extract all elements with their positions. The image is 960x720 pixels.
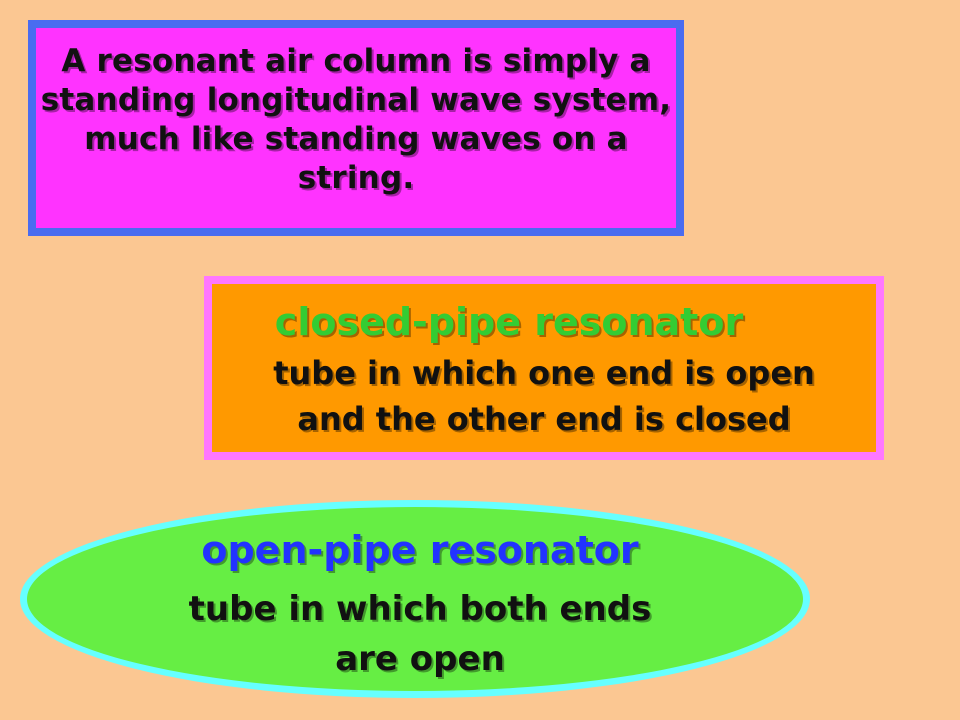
closed-pipe-title: closed-pipe resonator: [274, 300, 744, 344]
open-pipe-description-line1: tube in which both ends: [188, 589, 652, 629]
closed-pipe-description: tube in which one end is open and the ot…: [212, 350, 876, 442]
definition-text-content: A resonant air column is simply a standi…: [40, 43, 672, 196]
open-pipe-ellipse: [20, 500, 810, 698]
closed-pipe-box: closed-pipe resonator tube in which one …: [204, 276, 884, 460]
open-pipe-title: open-pipe resonator: [201, 528, 639, 572]
closed-pipe-description-line2: and the other end is closed: [297, 400, 791, 438]
open-pipe-description-line2: are open: [335, 639, 505, 679]
definition-text: A resonant air column is simply a standi…: [36, 42, 676, 198]
open-pipe-description: tube in which both ends are open: [0, 584, 840, 684]
closed-pipe-description-line1: tube in which one end is open: [273, 354, 815, 392]
definition-box-resonant-air-column: A resonant air column is simply a standi…: [28, 20, 684, 236]
